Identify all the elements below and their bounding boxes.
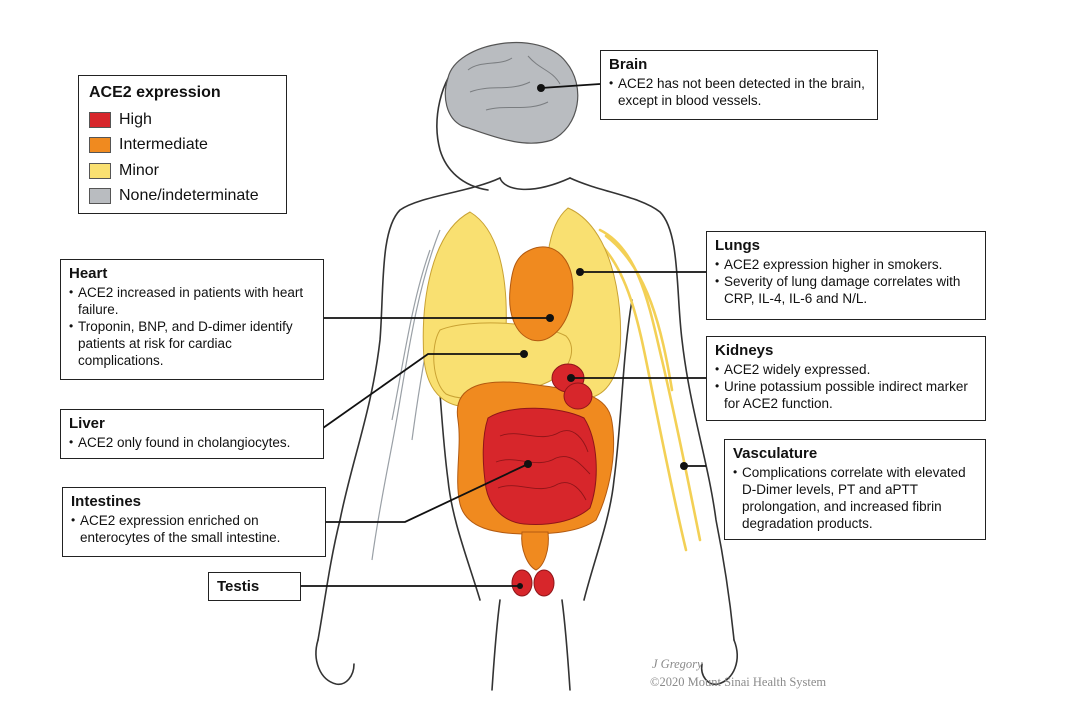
legend-swatch-intermediate xyxy=(89,137,111,154)
testis-dot xyxy=(517,583,523,589)
callout-title: Liver xyxy=(69,415,105,432)
heart-callout: Heart ACE2 increased in patients with he… xyxy=(60,259,324,380)
liver-callout: Liver ACE2 only found in cholangiocytes. xyxy=(60,409,324,459)
legend-label: Intermediate xyxy=(119,136,208,154)
legend-item-high: High xyxy=(89,107,276,133)
leader-lines xyxy=(300,83,706,587)
callout-bullet: ACE2 only found in cholangiocytes. xyxy=(69,434,315,451)
legend-label: Minor xyxy=(119,161,160,179)
kidney-lower-shape xyxy=(563,382,593,410)
callout-bullet: ACE2 increased in patients with heart fa… xyxy=(69,284,315,318)
left-torso-outline xyxy=(317,177,501,641)
kidneys-dot xyxy=(567,374,575,382)
callout-bullet: Urine potassium possible indirect marker… xyxy=(715,378,977,412)
artist-credit: J Gregory xyxy=(652,657,703,671)
testis-callout: Testis xyxy=(208,572,301,601)
callout-title: Lungs xyxy=(715,237,760,254)
vasculature-dot xyxy=(680,462,688,470)
brain-folds xyxy=(467,55,561,111)
callout-title: Testis xyxy=(217,578,260,595)
callout-bullet: ACE2 expression enriched on enterocytes … xyxy=(71,512,317,546)
vasculature-callout: Vasculature Complications correlate with… xyxy=(724,439,986,540)
legend-item-none: None/indeterminate xyxy=(89,184,276,210)
callout-title: Kidneys xyxy=(715,342,774,359)
right-arm-vessels xyxy=(594,228,702,552)
lungs-dot xyxy=(576,268,584,276)
small-intestine-folds xyxy=(495,430,591,501)
callout-bullet: Troponin, BNP, and D-dimer identify pati… xyxy=(69,318,315,369)
legend-title: ACE2 expression xyxy=(89,84,221,101)
callout-title: Vasculature xyxy=(733,445,818,462)
lungs-callout: Lungs ACE2 expression higher in smokers.… xyxy=(706,231,986,320)
callout-bullet: Complications correlate with elevated D-… xyxy=(733,464,977,532)
brain-leader xyxy=(540,83,601,89)
liver-dot xyxy=(520,350,528,358)
legend: ACE2 expression High Intermediate Minor … xyxy=(78,75,287,214)
neck-outline xyxy=(499,177,571,191)
legend-swatch-minor xyxy=(89,162,111,179)
callout-bullet: ACE2 widely expressed. xyxy=(715,361,977,378)
intestines-callout: Intestines ACE2 expression enriched on e… xyxy=(62,487,326,557)
legend-item-intermediate: Intermediate xyxy=(89,133,276,159)
heart-dot xyxy=(546,314,554,322)
callout-title: Brain xyxy=(609,56,648,73)
callout-bullet: Severity of lung damage correlates with … xyxy=(715,273,977,307)
liver-leader xyxy=(322,353,524,429)
small-intestine-shape xyxy=(482,407,597,525)
brain-shape xyxy=(444,41,579,144)
legend-swatch-none xyxy=(89,188,111,205)
intestines-dot xyxy=(524,460,532,468)
intestines-leader xyxy=(326,463,529,523)
callout-title: Intestines xyxy=(71,493,142,510)
rectum-shape xyxy=(521,531,549,571)
testis-left-shape xyxy=(511,569,533,597)
brain-callout: Brain ACE2 has not been detected in the … xyxy=(600,50,878,120)
right-hand xyxy=(700,639,738,686)
left-leg-line xyxy=(491,599,501,691)
legend-item-minor: Minor xyxy=(89,158,276,184)
callout-title: Heart xyxy=(69,265,108,282)
leader-dots xyxy=(517,84,688,589)
testis-right-shape xyxy=(533,569,555,597)
right-leg-line xyxy=(561,599,571,691)
legend-label: High xyxy=(119,110,152,128)
brain-dot xyxy=(537,84,545,92)
left-hand xyxy=(315,639,355,686)
legend-swatch-high xyxy=(89,111,111,128)
kidneys-callout: Kidneys ACE2 widely expressed. Urine pot… xyxy=(706,336,986,421)
legend-label: None/indeterminate xyxy=(119,187,259,205)
callout-bullet: ACE2 expression higher in smokers. xyxy=(715,256,977,273)
right-torso-outline xyxy=(569,177,735,641)
copyright-credit: ©2020 Mount Sinai Health System xyxy=(650,675,827,689)
right-inner-arm xyxy=(583,299,633,601)
callout-bullet: ACE2 has not been detected in the brain,… xyxy=(609,75,869,109)
